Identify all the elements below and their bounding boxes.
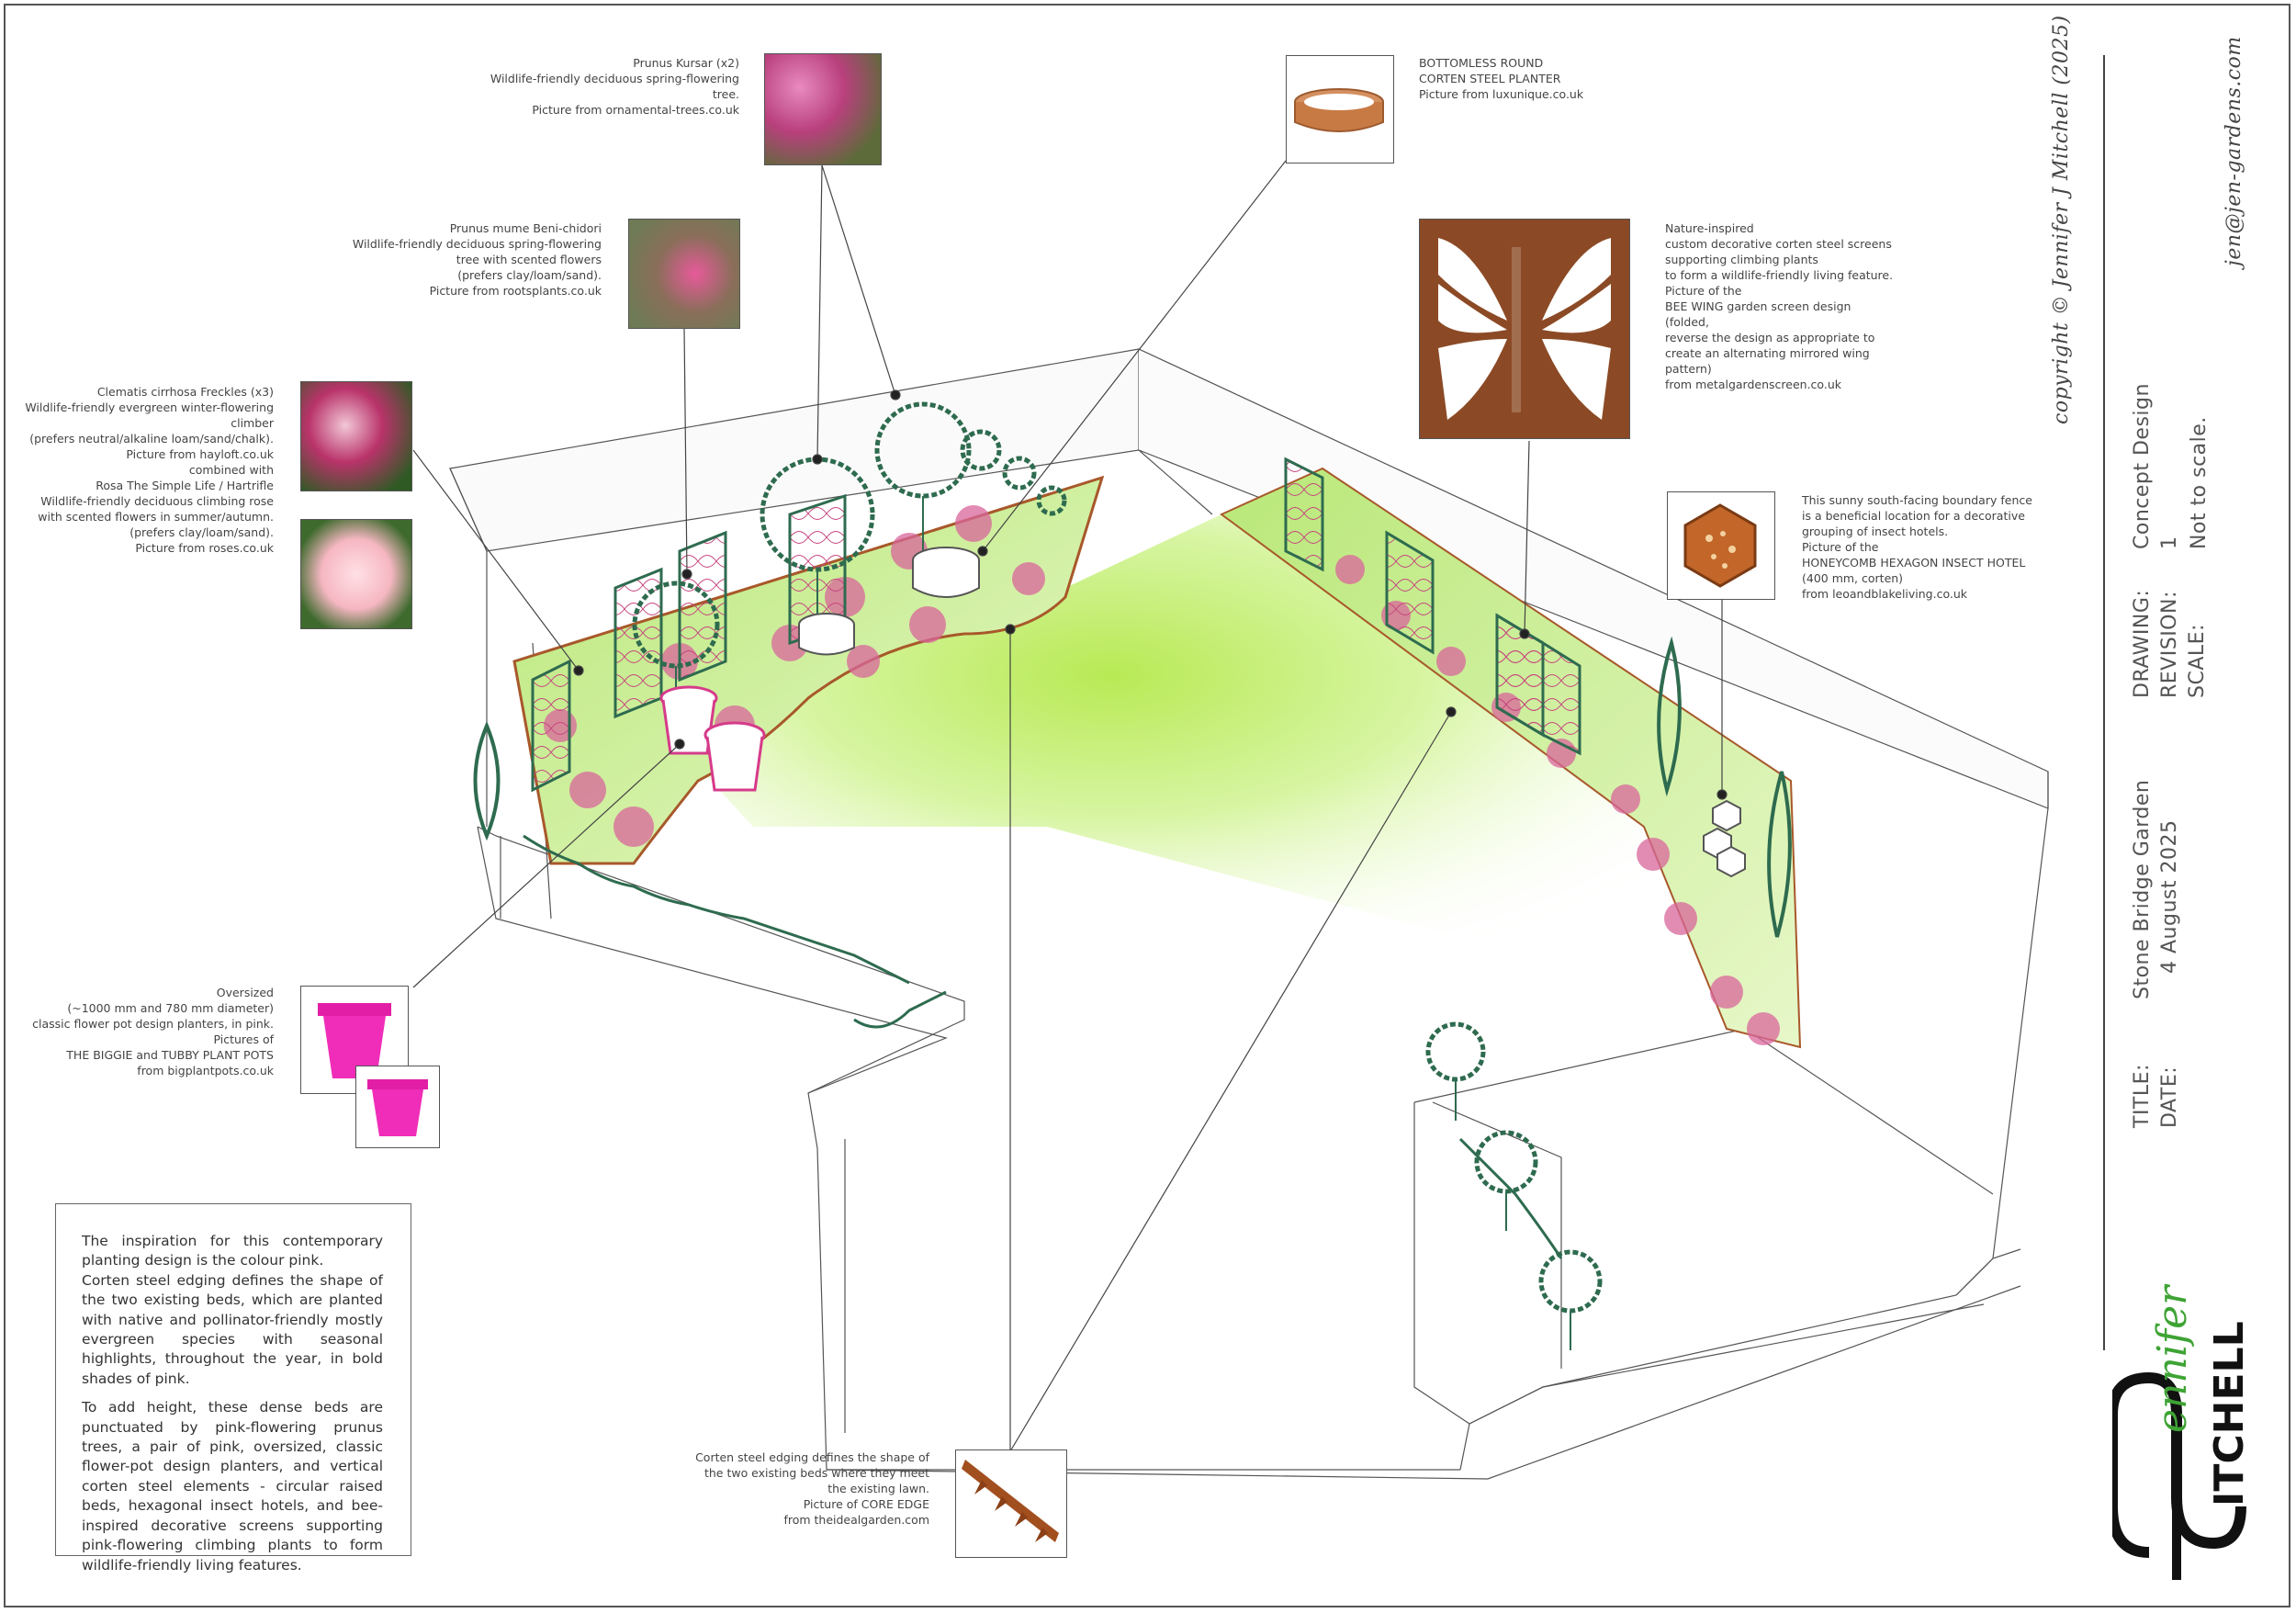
description-p1: The inspiration for this contemporary pl…	[82, 1233, 383, 1269]
title-value: Stone Bridge Garden	[2131, 779, 2154, 999]
callout-leaders	[412, 160, 1728, 1452]
note-edging: Corten steel edging defines the shape of…	[695, 1450, 929, 1527]
description-p2: Corten steel edging defines the shape of…	[82, 1271, 383, 1387]
prunus-mume-photo	[628, 219, 740, 329]
jennifer-mitchell-logo: ennifer ITCHELL	[2112, 1283, 2250, 1580]
tubby-pot-photo	[355, 1066, 440, 1148]
clematis-photo	[300, 381, 412, 491]
insect-hotels-drawing	[1703, 799, 1746, 878]
pink-pot-icon	[318, 1003, 391, 1078]
revision-value: 1	[2158, 536, 2181, 550]
right-planting-bed	[1220, 467, 1802, 1049]
revision-label: REVISION:	[2158, 591, 2181, 698]
scale-value: Not to scale.	[2188, 416, 2211, 549]
boundary-walls	[449, 348, 2049, 1480]
climbers	[523, 834, 1563, 1259]
note-prunus-mume: Prunus mume Beni-chidori Wildlife-friend…	[352, 221, 602, 298]
description-p3: To add height, these dense beds are punc…	[82, 1399, 383, 1574]
pink-pots	[659, 685, 766, 792]
scale-label: SCALE:	[2186, 624, 2209, 698]
columnar-trees	[473, 636, 1792, 938]
round-corten-planters	[798, 547, 980, 656]
title-block-divider	[2103, 55, 2105, 1350]
date-value: 4 August 2025	[2158, 819, 2181, 974]
core-edge-icon	[962, 1460, 1059, 1542]
core-edge-photo	[955, 1449, 1067, 1558]
note-prunus-kursar: Prunus Kursar (x2) Wildlife-friendly dec…	[490, 56, 739, 117]
design-description: The inspiration for this contemporary pl…	[55, 1203, 411, 1574]
bee-wing-screens-right	[1284, 457, 1581, 756]
note-clematis-rosa: Clematis cirrhosa Freckles (x3) Wildlife…	[25, 385, 274, 555]
bee-wing-screen-photo	[1419, 219, 1630, 439]
email-text: jen@jen-gardens.com	[2223, 36, 2245, 266]
hexagon-icon	[1683, 503, 1757, 588]
note-round-planter: BOTTOMLESS ROUND CORTEN STEEL PLANTER Pi…	[1419, 56, 1584, 101]
drawing-value: Concept Design	[2131, 383, 2154, 549]
pink-pot-small-icon	[367, 1079, 428, 1136]
sheet-border	[4, 4, 2290, 1607]
date-label: DATE:	[2158, 1066, 2181, 1128]
bee-wing-icon	[1438, 238, 1611, 420]
prunus-kursar-photo	[764, 53, 882, 165]
logo-first-name: ennifer	[2149, 1283, 2196, 1433]
drawing-label: DRAWING:	[2131, 589, 2154, 698]
title-label: TITLE:	[2131, 1064, 2154, 1128]
round-planter-photo	[1286, 55, 1394, 164]
rosa-photo	[300, 519, 412, 629]
logo-last-name: ITCHELL	[2206, 1321, 2250, 1506]
insect-hotel-photo	[1667, 491, 1775, 600]
round-planter-icon	[1294, 88, 1384, 132]
note-pots: Oversized (~1000 mm and 780 mm diameter)…	[32, 986, 274, 1077]
copyright-text: copyright © Jennifer J Mitchell (2025)	[2050, 15, 2073, 424]
note-screens: Nature-inspired custom decorative corten…	[1665, 221, 1894, 391]
note-insect-hotel: This sunny south-facing boundary fence i…	[1802, 493, 2032, 601]
